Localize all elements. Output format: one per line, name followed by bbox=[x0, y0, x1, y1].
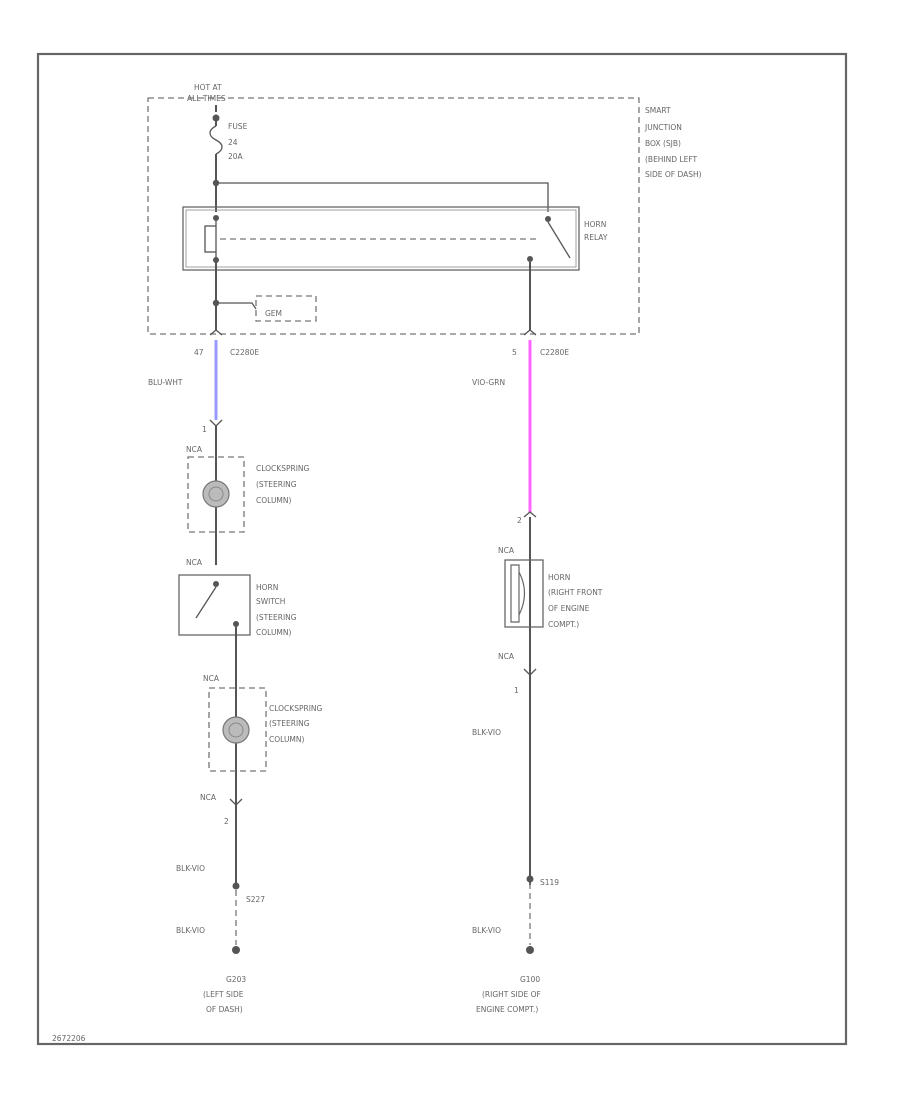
horn-switch-arm bbox=[195, 586, 217, 619]
horn-top-pin: 2 bbox=[517, 516, 522, 525]
sjb-label-2: JUNCTION bbox=[644, 123, 682, 132]
horn-switch-label-3: (STEERING bbox=[256, 613, 297, 622]
sjb-label-1: SMART bbox=[645, 106, 671, 115]
left-module-connector-icon bbox=[209, 329, 223, 336]
clockspring1-label-1: CLOCKSPRING bbox=[256, 464, 310, 473]
horn-connector: NCA bbox=[498, 546, 515, 555]
right-wire-color-lower-2: BLK-VIO bbox=[472, 926, 501, 935]
relay-contact-arm bbox=[547, 221, 571, 259]
clockspring1-label-3: COLUMN) bbox=[256, 496, 292, 505]
left-bottom-connector-icon bbox=[229, 798, 243, 806]
sjb-label-5: SIDE OF DASH) bbox=[645, 170, 702, 179]
horn-switch-top-terminal bbox=[213, 581, 219, 587]
clockspring1-icon-inner bbox=[208, 486, 224, 502]
clockspring2-connector: NCA bbox=[203, 674, 220, 683]
relay-coil-icon bbox=[204, 225, 217, 253]
left-wire-color-lower-2: BLK-VIO bbox=[176, 926, 205, 935]
horn-switch-bottom-terminal bbox=[233, 621, 239, 627]
left-ground-location-2: OF DASH) bbox=[206, 1005, 243, 1014]
left-ground-label: G203 bbox=[226, 975, 246, 984]
right-splice-dot bbox=[526, 875, 534, 883]
right-ground-location-1: (RIGHT SIDE OF bbox=[482, 990, 541, 999]
right-ground-label: G100 bbox=[520, 975, 540, 984]
relay-contact-bottom-terminal bbox=[527, 256, 533, 262]
right-ground-location-2: ENGINE COMPT.) bbox=[476, 1005, 538, 1014]
horn-switch-box bbox=[178, 574, 251, 636]
clockspring1-connector: NCA bbox=[186, 445, 203, 454]
right-module-connector-icon bbox=[523, 329, 537, 336]
sjb-label-4: (BEHIND LEFT bbox=[645, 155, 698, 164]
left-splice-label: S227 bbox=[246, 895, 265, 904]
relay-contact-feed-wire bbox=[216, 182, 549, 212]
clockspring1-label-2: (STEERING bbox=[256, 480, 297, 489]
horn-switch-label-1: HORN bbox=[256, 583, 278, 592]
horn-relay-label-1: HORN bbox=[584, 220, 606, 229]
clockspring1-connector-icon bbox=[209, 419, 223, 427]
left-module-pin: 47 bbox=[194, 348, 204, 357]
right-ground-symbol bbox=[526, 946, 534, 954]
horn-lower-pin: 1 bbox=[514, 686, 519, 695]
power-terminal bbox=[212, 114, 220, 122]
horn-relay-box bbox=[182, 206, 580, 271]
gem-label: GEM bbox=[265, 309, 282, 318]
left-wire-color-upper: BLU-WHT bbox=[148, 378, 183, 387]
clockspring2-label-2: (STEERING bbox=[269, 719, 310, 728]
horn-lower-connector: NCA bbox=[498, 652, 515, 661]
right-splice-label: S119 bbox=[540, 878, 559, 887]
horn-housing bbox=[504, 559, 544, 628]
horn-top-connector-icon bbox=[523, 511, 537, 518]
right-module-connector-label: C2280E bbox=[540, 348, 569, 357]
horn-relay-label-2: RELAY bbox=[584, 233, 608, 242]
power-source-label-1: HOT AT bbox=[194, 83, 222, 92]
sjb-label-3: BOX (SJB) bbox=[645, 139, 681, 148]
gem-module-outline bbox=[255, 295, 317, 322]
left-bottom-connector: NCA bbox=[200, 793, 217, 802]
horn-bell-icon bbox=[518, 571, 526, 616]
horn-icon bbox=[510, 564, 520, 623]
fuse-label: FUSE bbox=[228, 122, 248, 131]
horn-switch-label-4: COLUMN) bbox=[256, 628, 292, 637]
diagram-border bbox=[36, 52, 848, 1046]
right-wire-color-upper: VIO-GRN bbox=[472, 378, 505, 387]
left-splice-dot bbox=[232, 882, 240, 890]
horn-label-2: (RIGHT FRONT bbox=[548, 588, 603, 597]
figure-id: 2672206 bbox=[52, 1034, 86, 1043]
horn-label-4: COMPT.) bbox=[548, 620, 579, 629]
clockspring1-pin: 1 bbox=[202, 425, 207, 434]
right-wire-color-lower-1: BLK-VIO bbox=[472, 728, 501, 737]
left-ground-symbol bbox=[232, 946, 240, 954]
clockspring2-icon bbox=[222, 716, 250, 744]
clockspring2-label-1: CLOCKSPRING bbox=[269, 704, 323, 713]
left-ground-location-1: (LEFT SIDE bbox=[203, 990, 244, 999]
smart-junction-box-outline bbox=[147, 97, 640, 335]
left-bottom-pin: 2 bbox=[224, 817, 229, 826]
clockspring2-icon-inner bbox=[228, 722, 244, 738]
clockspring1-icon bbox=[202, 480, 230, 508]
right-module-pin: 5 bbox=[512, 348, 517, 357]
gem-feed-wire bbox=[216, 302, 257, 310]
left-wire-color-lower-1: BLK-VIO bbox=[176, 864, 205, 873]
relay-contact-top-terminal bbox=[545, 216, 551, 222]
horn-label-1: HORN bbox=[548, 573, 570, 582]
left-module-connector-label: C2280E bbox=[230, 348, 259, 357]
horn-lower-connector-icon bbox=[523, 668, 537, 676]
fuse-rating: 20A bbox=[228, 152, 244, 161]
horn-switch-label-2: SWITCH bbox=[256, 597, 285, 606]
fuse-symbol bbox=[209, 125, 223, 155]
power-source-label-2: ALL TIMES bbox=[187, 94, 226, 103]
fuse-number: 24 bbox=[228, 138, 238, 147]
horn-relay-box-inner bbox=[185, 209, 577, 268]
clockspring2-label-3: COLUMN) bbox=[269, 735, 305, 744]
horn-label-3: OF ENGINE bbox=[548, 604, 590, 613]
clockspring1-outline bbox=[187, 456, 245, 533]
horn-switch-connector: NCA bbox=[186, 558, 203, 567]
